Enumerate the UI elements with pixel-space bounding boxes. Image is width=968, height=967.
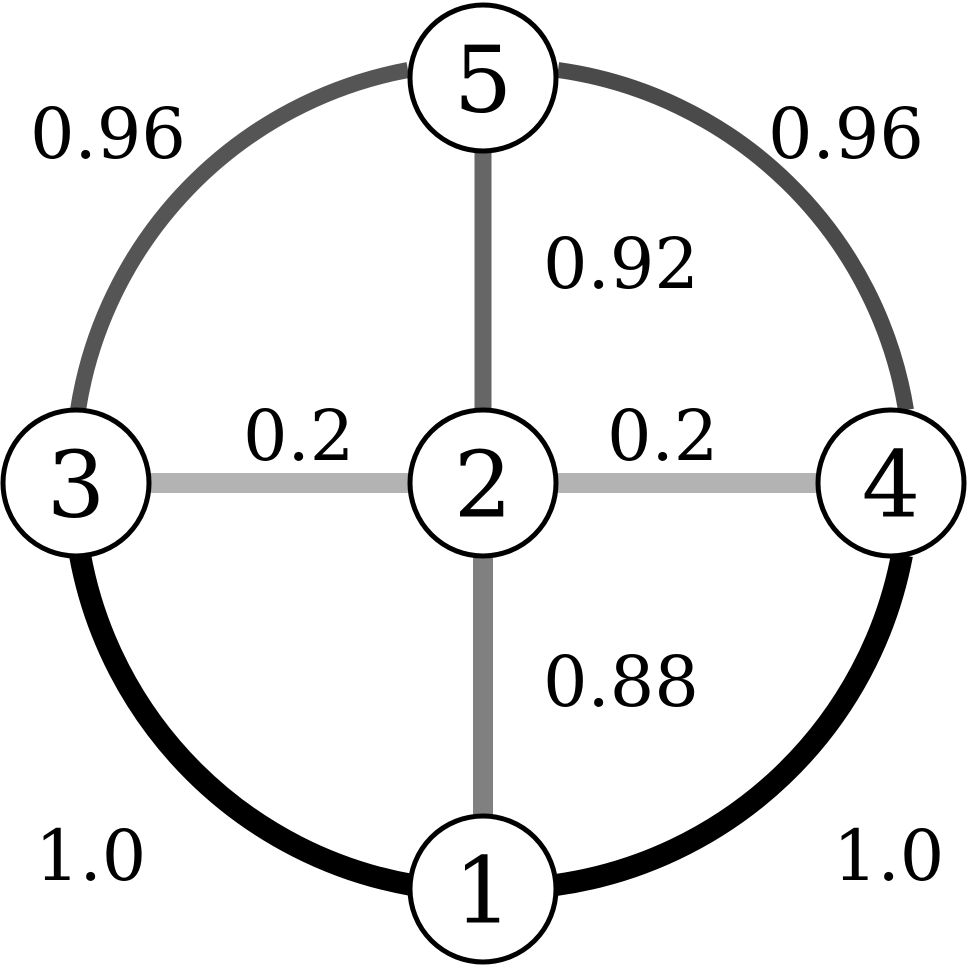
node-5-circle bbox=[407, 2, 559, 154]
node-4-label: 4 bbox=[862, 432, 921, 539]
weight-label-5-4: 0.96 bbox=[768, 93, 924, 175]
node-2-label: 2 bbox=[454, 432, 513, 539]
node-1-circle bbox=[407, 813, 559, 965]
node-3-label: 3 bbox=[47, 432, 106, 539]
node-2: 2 bbox=[407, 407, 559, 559]
node-5: 5 bbox=[407, 2, 559, 154]
node-3-circle bbox=[0, 407, 152, 559]
node-3: 3 bbox=[0, 407, 152, 559]
node-2-circle bbox=[407, 407, 559, 559]
weight-label-2-4: 0.2 bbox=[607, 395, 718, 477]
node-1: 1 bbox=[407, 813, 559, 965]
edge-4-1 bbox=[554, 552, 913, 896]
node-4-circle bbox=[815, 407, 967, 559]
weight-label-2-1: 0.88 bbox=[543, 641, 699, 723]
node-5-label: 5 bbox=[454, 27, 513, 134]
edge-5-3 bbox=[70, 62, 410, 412]
node-1-label: 1 bbox=[454, 838, 513, 945]
weight-label-5-3: 0.96 bbox=[30, 93, 186, 175]
weight-label-3-2: 0.2 bbox=[243, 395, 354, 477]
weight-label-4-1: 1.0 bbox=[833, 815, 944, 897]
weight-label-3-1: 1.0 bbox=[35, 815, 146, 897]
weight-label-5-2: 0.92 bbox=[543, 223, 699, 305]
edge-3-1 bbox=[69, 553, 414, 896]
edge-5-4 bbox=[556, 62, 914, 412]
node-4: 4 bbox=[815, 407, 967, 559]
